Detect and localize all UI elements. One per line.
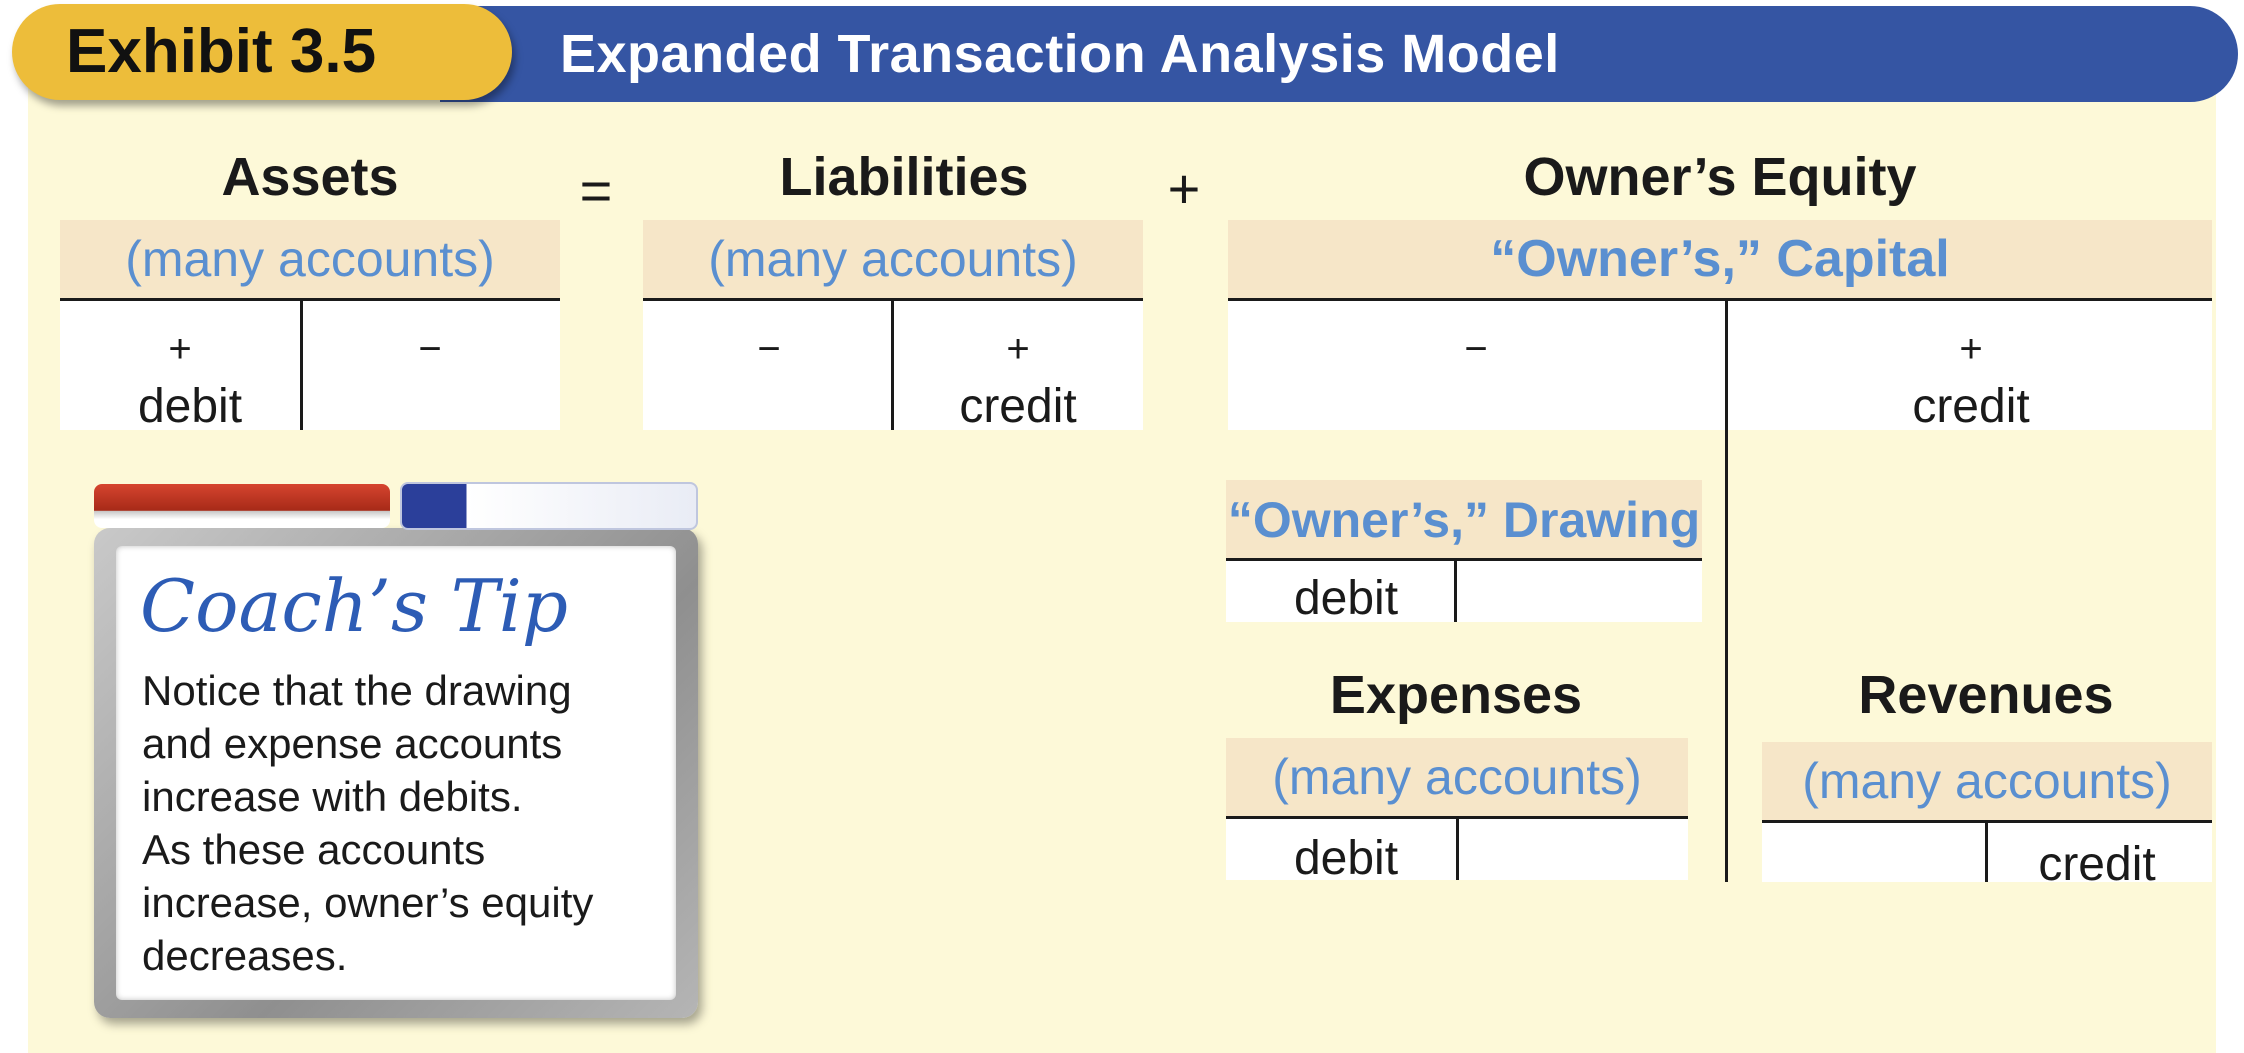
expenses-t-account: debit: [1226, 816, 1688, 885]
assets-t-account: + − debit: [60, 298, 560, 433]
liabilities-t-account: − + credit: [643, 298, 1143, 433]
capital-t-account: − + credit: [1228, 298, 2212, 433]
red-marker-icon: [94, 484, 390, 528]
t-account-divider: [1454, 561, 1457, 622]
capital-credit-label: credit: [1912, 380, 2030, 433]
liabilities-increase-sign: +: [1006, 327, 1030, 371]
revenues-account-band: (many accounts): [1762, 742, 2212, 820]
expenses-account-band: (many accounts): [1226, 738, 1688, 816]
t-account-divider: [300, 301, 303, 430]
capital-divider-line: [1725, 298, 1728, 882]
assets-decrease-sign: −: [418, 327, 442, 371]
drawing-account-band: “Owner’s,” Drawing: [1226, 480, 1702, 560]
header-bar: [440, 6, 2238, 102]
expenses-debit-label: debit: [1293, 832, 1399, 885]
revenues-t-account: credit: [1762, 820, 2212, 891]
assets-account-band: (many accounts): [60, 220, 560, 298]
coach-tip-line: increase with debits.: [142, 773, 523, 820]
whiteboard-surface: [116, 546, 676, 1000]
expenses-heading: Expenses: [1329, 665, 1583, 725]
capital-account-band: “Owner’s,” Capital: [1228, 220, 2212, 298]
revenues-credit-label: credit: [2038, 838, 2156, 891]
liabilities-credit-label: credit: [959, 380, 1077, 433]
liabilities-account-band: (many accounts): [643, 220, 1143, 298]
equals-sign: =: [579, 159, 613, 222]
coach-tip-line: increase, owner’s equity: [142, 879, 594, 926]
drawing-t-account: debit: [1226, 558, 1702, 625]
capital-increase-sign: +: [1959, 327, 1983, 371]
plus-sign: +: [1167, 157, 1201, 220]
owners-equity-heading: Owner’s Equity: [1523, 147, 1917, 207]
coach-tip-line: and expense accounts: [142, 720, 563, 767]
revenues-heading: Revenues: [1858, 665, 2114, 725]
assets-debit-label: debit: [137, 380, 243, 433]
coach-tip-line: decreases.: [142, 932, 348, 979]
drawing-debit-label: debit: [1293, 572, 1399, 625]
assets-heading: Assets: [221, 147, 399, 207]
t-account-divider: [891, 301, 894, 430]
coach-tip-line: Notice that the drawing: [142, 667, 572, 714]
t-account-divider: [1985, 823, 1988, 882]
liabilities-heading: Liabilities: [779, 147, 1029, 207]
coach-tip-body: Notice that the drawing and expense acco…: [142, 664, 662, 982]
blue-marker-icon: [400, 482, 698, 530]
assets-increase-sign: +: [168, 327, 192, 371]
exhibit-label: Exhibit 3.5: [66, 17, 377, 86]
capital-decrease-sign: −: [1464, 327, 1488, 371]
exhibit-tab: [12, 4, 512, 100]
t-account-divider: [1456, 819, 1459, 880]
coach-tip-line: As these accounts: [142, 826, 486, 873]
coach-tip-title: Coach’s Tip: [140, 564, 568, 648]
diagram-title: Expanded Transaction Analysis Model: [560, 24, 1560, 84]
liabilities-decrease-sign: −: [757, 327, 781, 371]
